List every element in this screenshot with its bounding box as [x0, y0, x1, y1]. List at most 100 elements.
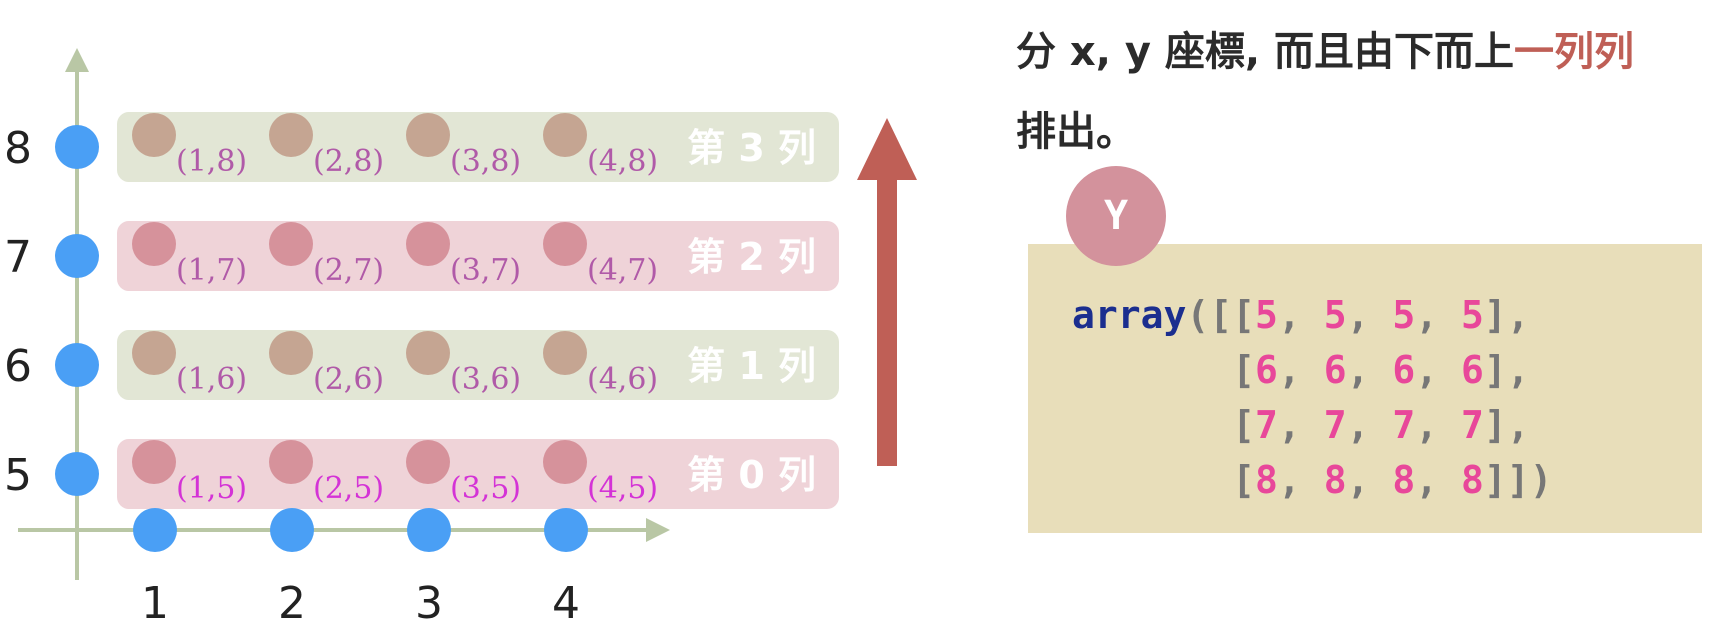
code-number: 8: [1392, 458, 1416, 502]
coordinate-label: (2,5): [313, 471, 384, 506]
code-punctuation: ],: [1483, 293, 1530, 337]
row-label: 第 2 列: [687, 235, 816, 279]
code-punctuation: ,: [1346, 403, 1393, 447]
code-punctuation: ,: [1415, 403, 1462, 447]
code-number: 5: [1323, 293, 1347, 337]
grid-dot: [132, 331, 176, 375]
code-number: 7: [1255, 403, 1278, 447]
coordinate-label: (1,5): [176, 471, 247, 506]
x-axis-point: [407, 508, 451, 552]
coordinate-grid-diagram: (1,5) (2,5) (3,5) (4,5) 第 0 列 (1,6) (2,6) (3,6)…: [4, 48, 917, 629]
code-number: 6: [1461, 348, 1484, 392]
coordinate-label: (4,8): [587, 144, 658, 179]
code-keyword: array: [1072, 293, 1187, 337]
x-tick-label: 3: [415, 578, 443, 629]
code-punctuation: ,: [1277, 403, 1324, 447]
code-punctuation: ,: [1346, 293, 1393, 337]
code-punctuation: ,: [1346, 458, 1393, 502]
code-number: 6: [1323, 348, 1347, 392]
code-punctuation: ,: [1277, 293, 1324, 337]
grid-dot: [269, 113, 313, 157]
code-number: 5: [1392, 293, 1416, 337]
code-number: 8: [1461, 458, 1484, 502]
y-tick-label: 8: [4, 123, 32, 174]
grid-dot: [132, 222, 176, 266]
x-axis-point: [544, 508, 588, 552]
coordinate-label: (1,8): [176, 144, 247, 179]
explanation-part1: 分 x, y 座標, 而且由下而上: [1016, 29, 1514, 75]
explanation-highlight: 一列列: [1513, 29, 1634, 75]
y-axis-point: [55, 452, 99, 496]
code-punctuation: ]]): [1483, 458, 1553, 502]
code-number: 7: [1392, 403, 1416, 447]
coordinate-label: (2,6): [313, 362, 384, 397]
grid-dot: [269, 331, 313, 375]
arrow-head: [857, 118, 917, 180]
code-number: 7: [1461, 403, 1484, 447]
coordinate-label: (3,7): [450, 253, 521, 288]
code-punctuation: ,: [1277, 458, 1324, 502]
x-axis-point: [270, 508, 314, 552]
explanation-text: 分 x, y 座標, 而且由下而上一列列排出。: [1016, 12, 1706, 172]
coordinate-label: (3,6): [450, 362, 521, 397]
grid-dot: [543, 331, 587, 375]
code-number: 6: [1255, 348, 1278, 392]
coordinate-label: (1,6): [176, 362, 247, 397]
code-number: 7: [1323, 403, 1347, 447]
row-label: 第 1 列: [687, 344, 816, 388]
code-block: array([[5, 5, 5, 5], [6, 6, 6, 6], [7, 7…: [1072, 288, 1553, 508]
code-punctuation: ,: [1346, 348, 1393, 392]
code-punctuation: ,: [1415, 293, 1462, 337]
y-axis-point: [55, 125, 99, 169]
grid-dot: [406, 113, 450, 157]
grid-dot: [406, 222, 450, 266]
code-punctuation: [: [1232, 348, 1256, 392]
code-panel: array([[5, 5, 5, 5], [6, 6, 6, 6], [7, 7…: [1028, 244, 1702, 533]
x-axis-point: [133, 508, 177, 552]
coordinate-label: (3,5): [450, 471, 521, 506]
grid-dot: [406, 331, 450, 375]
code-punctuation: [: [1232, 403, 1256, 447]
y-axis-point: [55, 343, 99, 387]
code-punctuation: [: [1232, 293, 1256, 337]
y-badge: Y: [1066, 166, 1166, 266]
code-punctuation: [: [1232, 458, 1256, 502]
coordinate-label: (4,6): [587, 362, 658, 397]
grid-dot: [543, 222, 587, 266]
code-punctuation: ,: [1415, 458, 1462, 502]
axis-points: [55, 125, 588, 552]
grid-dot: [132, 440, 176, 484]
x-tick-label: 2: [278, 578, 306, 629]
code-punctuation: ,: [1277, 348, 1324, 392]
row-bands: (1,5) (2,5) (3,5) (4,5) 第 0 列 (1,6) (2,6) (3,6)…: [117, 112, 839, 509]
x-tick-label: 1: [141, 578, 169, 629]
coordinate-label: (2,7): [313, 253, 384, 288]
row-label: 第 0 列: [687, 453, 816, 497]
code-number: 6: [1392, 348, 1416, 392]
grid-dot: [406, 440, 450, 484]
y-axis-point: [55, 234, 99, 278]
arrow-shaft: [877, 178, 897, 466]
upward-arrow-icon: [857, 118, 917, 466]
grid-dot: [269, 222, 313, 266]
coordinate-label: (1,7): [176, 253, 247, 288]
coordinate-label: (2,8): [313, 144, 384, 179]
row-label: 第 3 列: [687, 126, 816, 170]
code-number: 5: [1255, 293, 1278, 337]
code-punctuation: ],: [1483, 348, 1530, 392]
y-tick-label: 5: [4, 450, 32, 501]
x-tick-label: 4: [552, 578, 580, 629]
coordinate-label: (4,7): [587, 253, 658, 288]
grid-dot: [269, 440, 313, 484]
y-axis-arrowhead: [65, 48, 89, 72]
code-number: 5: [1461, 293, 1484, 337]
grid-dot: [132, 113, 176, 157]
code-punctuation: ],: [1483, 403, 1530, 447]
code-number: 8: [1323, 458, 1347, 502]
coordinate-label: (4,5): [587, 471, 658, 506]
code-number: 8: [1255, 458, 1278, 502]
code-punctuation: ,: [1415, 348, 1462, 392]
coordinate-label: (3,8): [450, 144, 521, 179]
y-tick-label: 7: [4, 232, 32, 283]
